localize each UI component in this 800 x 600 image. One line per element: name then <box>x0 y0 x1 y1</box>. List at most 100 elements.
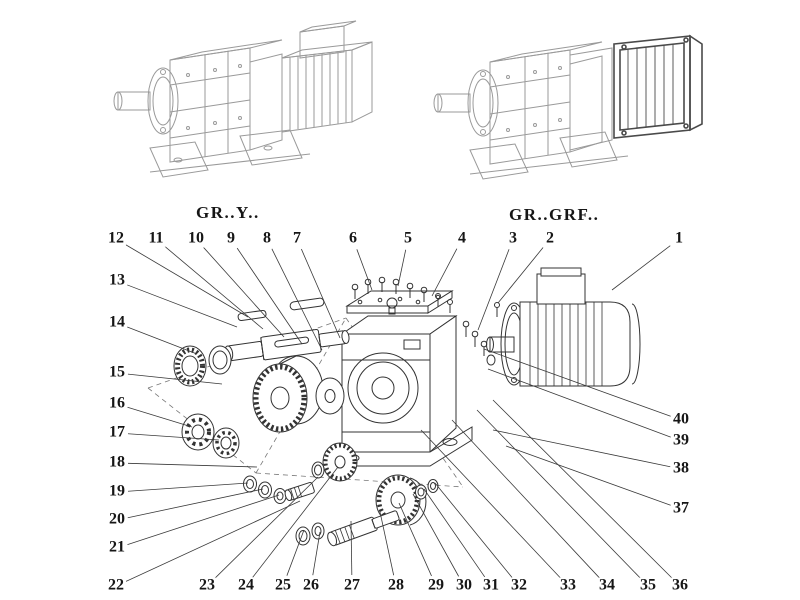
callout-number-17: 17 <box>107 423 127 442</box>
leader-line-16 <box>127 406 193 428</box>
leader-line-12 <box>125 244 249 318</box>
leader-line-18 <box>127 462 258 468</box>
callout-number-8: 8 <box>261 229 273 248</box>
leader-line-29 <box>398 502 432 577</box>
callout-number-4: 4 <box>456 229 468 248</box>
leader-line-8 <box>271 248 323 351</box>
callout-number-5: 5 <box>402 229 414 248</box>
gear-housing <box>327 290 473 467</box>
leader-line-2 <box>497 247 544 304</box>
callout-number-15: 15 <box>107 363 127 382</box>
second-stage-gear <box>375 474 427 526</box>
leader-line-10 <box>203 246 285 338</box>
leader-line-14 <box>127 326 198 355</box>
callout-number-7: 7 <box>291 229 303 248</box>
callout-number-36: 36 <box>670 576 690 595</box>
callout-number-37: 37 <box>671 499 691 518</box>
callout-number-28: 28 <box>386 576 406 595</box>
leader-line-39 <box>487 368 671 438</box>
leader-line-20 <box>127 488 264 519</box>
callout-number-18: 18 <box>107 453 127 472</box>
leader-line-24 <box>252 466 339 578</box>
leader-line-5 <box>397 249 407 287</box>
leader-lines <box>125 244 673 582</box>
shaft-rings <box>295 479 439 546</box>
callout-number-38: 38 <box>671 459 691 478</box>
callout-number-21: 21 <box>107 538 127 557</box>
callout-number-23: 23 <box>197 576 217 595</box>
callout-number-14: 14 <box>107 313 127 332</box>
model-label-gr-y: GR..Y.. <box>196 203 260 222</box>
leader-line-28 <box>379 511 395 576</box>
leader-line-13 <box>127 284 238 328</box>
callout-number-33: 33 <box>558 576 578 595</box>
washers <box>243 475 287 504</box>
callout-number-25: 25 <box>273 576 293 595</box>
motor <box>486 267 641 387</box>
leader-line-36 <box>492 399 673 579</box>
callout-number-10: 10 <box>186 229 206 248</box>
leader-line-21 <box>127 494 280 545</box>
callout-number-9: 9 <box>225 229 237 248</box>
gearmotor-drawing-left <box>113 20 373 178</box>
callout-number-24: 24 <box>236 576 256 595</box>
leader-line-7 <box>301 248 341 339</box>
large-gear <box>252 355 345 433</box>
model-label-gr-grf: GR..GRF.. <box>509 205 600 224</box>
callout-number-30: 30 <box>454 576 474 595</box>
leader-line-37 <box>505 445 671 506</box>
callout-number-26: 26 <box>301 576 321 595</box>
leader-line-34 <box>451 419 600 579</box>
callout-number-35: 35 <box>638 576 658 595</box>
callout-number-20: 20 <box>107 510 127 529</box>
callout-number-39: 39 <box>671 431 691 450</box>
leader-line-38 <box>492 429 671 468</box>
leader-line-22 <box>125 500 301 582</box>
callout-number-3: 3 <box>507 229 519 248</box>
leader-line-9 <box>236 247 303 345</box>
leader-line-4 <box>431 248 458 297</box>
gearmotor-drawing-right <box>433 34 703 180</box>
leader-line-40 <box>483 348 671 417</box>
callout-number-31: 31 <box>481 576 501 595</box>
leader-line-27 <box>350 520 353 576</box>
leader-line-33 <box>420 429 561 579</box>
callout-number-11: 11 <box>146 229 166 248</box>
intermediate-gear-set <box>311 442 358 482</box>
callout-number-16: 16 <box>107 394 127 413</box>
callout-number-27: 27 <box>342 576 362 595</box>
leader-line-17 <box>127 433 220 441</box>
callout-number-6: 6 <box>347 229 359 248</box>
callout-number-32: 32 <box>509 576 529 595</box>
callout-number-19: 19 <box>107 482 127 501</box>
leader-line-26 <box>312 531 321 576</box>
output-shaft <box>224 328 350 362</box>
callout-number-22: 22 <box>106 576 126 595</box>
input-fasteners <box>462 302 500 366</box>
leader-line-15 <box>127 373 223 385</box>
leader-line-23 <box>214 476 319 579</box>
shaft-keys <box>237 297 325 322</box>
input-shaft <box>327 510 400 547</box>
leader-line-1 <box>611 245 671 291</box>
exploded-view-drawing <box>147 267 641 547</box>
leader-line-25 <box>286 529 305 576</box>
leader-line-31 <box>423 488 486 578</box>
leader-line-11 <box>164 245 264 330</box>
cover-bolts <box>351 276 453 315</box>
callout-number-40: 40 <box>671 410 691 429</box>
leader-line-6 <box>356 249 373 291</box>
leader-line-35 <box>476 409 641 579</box>
callout-number-29: 29 <box>426 576 446 595</box>
leader-line-30 <box>412 493 460 577</box>
leader-line-3 <box>477 249 510 331</box>
callout-number-1: 1 <box>673 229 685 248</box>
callout-number-12: 12 <box>106 229 126 248</box>
callout-number-2: 2 <box>544 229 556 248</box>
callout-number-13: 13 <box>107 271 127 290</box>
leader-line-19 <box>127 482 249 492</box>
bearings-and-seals <box>173 345 240 459</box>
callout-number-34: 34 <box>597 576 617 595</box>
